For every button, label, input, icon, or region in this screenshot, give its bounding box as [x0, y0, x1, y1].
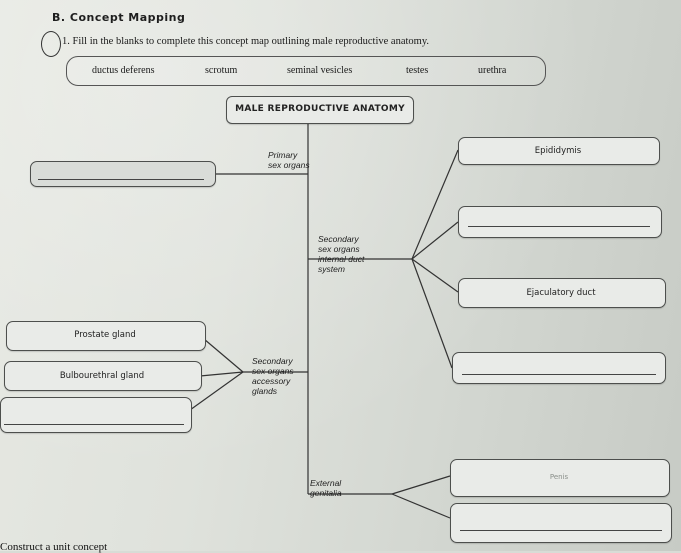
answer-blank-line [468, 226, 650, 227]
answer-blank-line [460, 530, 662, 531]
instruction-number: 1. [62, 36, 70, 47]
branch-label-line: sex organs [252, 366, 294, 376]
word-bank-item: scrotum [205, 65, 238, 76]
branch-label-line: sex organs [318, 244, 360, 254]
gland-answer-box[interactable] [0, 397, 192, 433]
branch-label-line: sex organs [268, 160, 310, 170]
duct-answer-box[interactable] [458, 206, 662, 238]
branch-label-line: Secondary [252, 356, 293, 366]
concept-map-title: MALE REPRODUCTIVE ANATOMY [235, 104, 405, 114]
word-bank [66, 56, 546, 86]
penis-box [450, 459, 670, 497]
gland-fan-line [199, 371, 244, 377]
footer-text: Construct a unit concept [0, 541, 108, 553]
instruction-body: Fill in the blanks to complete this conc… [72, 36, 430, 47]
prostate-gland-label: Prostate gland [74, 330, 136, 340]
branch-label-line: internal duct [318, 254, 365, 264]
branch-label-line: glands [252, 386, 278, 396]
section-title: B. Concept Mapping [52, 11, 186, 24]
epididymis-label: Epididymis [534, 146, 582, 156]
concept-map-title-box [226, 96, 414, 124]
branch-label-line: genitalia [310, 488, 342, 498]
answer-blank-line [462, 374, 656, 375]
duct-fan-line [411, 258, 453, 369]
instruction-text: 1. Fill in the blanks to complete this c… [62, 36, 429, 47]
word-bank-item: testes [406, 65, 429, 76]
branch-label-line: accessory [252, 376, 291, 386]
branch-label-primary: Primary sex organs [268, 150, 310, 170]
duct-fan-line [411, 149, 459, 260]
external-answer-box[interactable] [450, 503, 672, 543]
branch-label-line: Primary [268, 150, 298, 160]
branch-label-accessory-glands: Secondary sex organs accessory glands [252, 356, 294, 396]
branch-label-external: External genitalia [310, 478, 342, 498]
ejaculatory-duct-label: Ejaculatory duct [526, 288, 596, 298]
primary-organ-answer-box[interactable] [30, 161, 216, 187]
duct-fan-line [411, 258, 459, 293]
branch-label-line: Secondary [318, 234, 359, 244]
prostate-gland-box [6, 321, 206, 351]
epididymis-box [458, 137, 660, 165]
ejaculatory-duct-box [458, 278, 666, 308]
duct-fan-line [411, 221, 459, 260]
bulbourethral-gland-box [4, 361, 202, 391]
duct-answer-box[interactable] [452, 352, 666, 384]
gland-fan-line [203, 338, 244, 373]
branch-label-duct-system: Secondary sex organs internal duct syste… [318, 234, 364, 274]
branch-label-line: system [318, 264, 345, 274]
answer-blank-line [4, 424, 184, 425]
word-bank-item: seminal vesicles [287, 65, 353, 76]
gland-fan-line [189, 371, 244, 411]
external-fan-line [391, 475, 451, 495]
penis-label: Penis [549, 473, 569, 481]
word-bank-item: ductus deferens [92, 65, 155, 76]
bulbourethral-gland-label: Bulbourethral gland [59, 371, 145, 381]
answer-blank-line [38, 179, 204, 180]
word-bank-item: urethra [478, 65, 507, 76]
external-fan-line [391, 493, 451, 519]
question-number-circle [41, 31, 61, 57]
branch-label-line: External [310, 478, 342, 488]
